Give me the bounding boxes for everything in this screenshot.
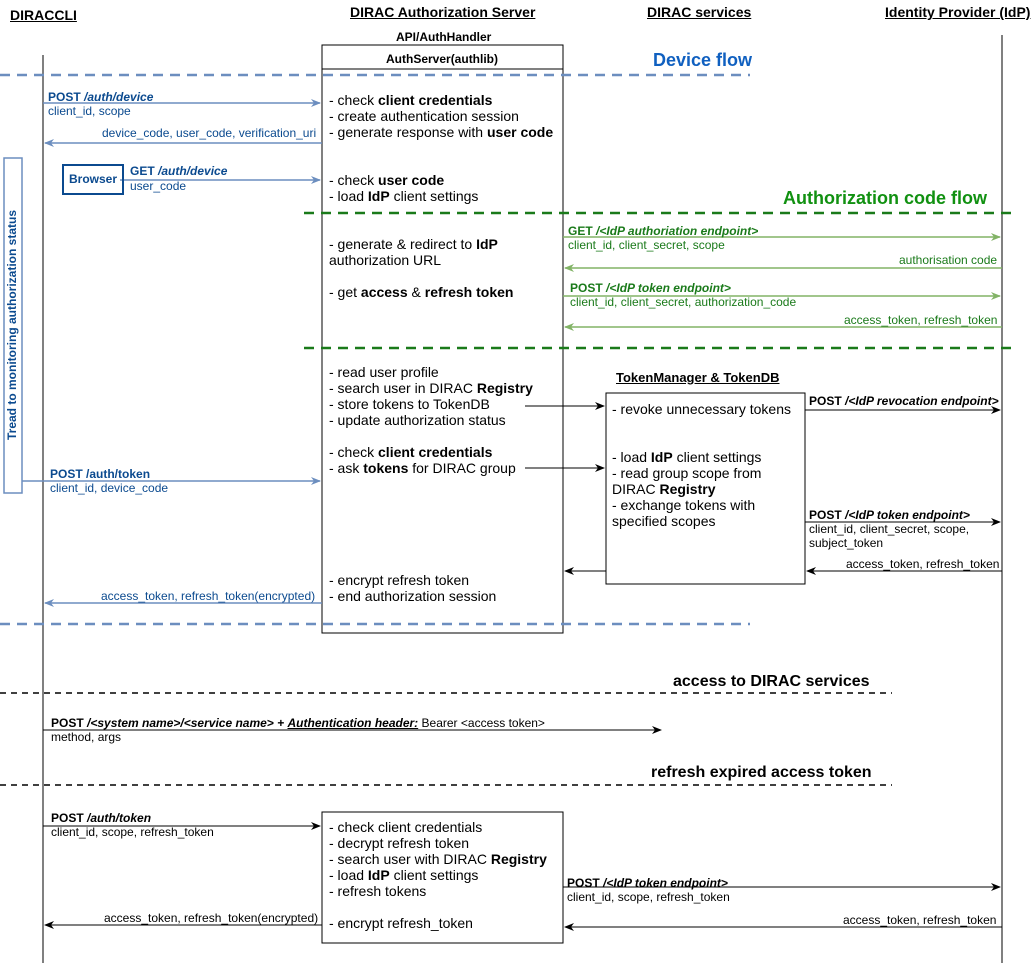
- tm-dirac-registry: DIRAC Registry: [612, 481, 716, 497]
- msg-post-service: POST /<system name>/<service name> + Aut…: [51, 716, 545, 730]
- msg-post-auth-token2: POST /auth/token: [51, 811, 152, 825]
- section-auth-code-flow: Authorization code flow: [783, 188, 987, 208]
- header-dirac-services: DIRAC services: [647, 4, 752, 20]
- thread-box: [3, 157, 23, 494]
- refresh-encrypt-token: - encrypt refresh_token: [329, 915, 473, 931]
- msg-get-idp-auth: GET /<IdP authoriation endpoint>: [568, 224, 759, 238]
- step-encrypt-refresh: - encrypt refresh token: [329, 572, 470, 588]
- refresh-decrypt-token: - decrypt refresh token: [329, 835, 470, 851]
- msg-access-refresh-enc1: access_token, refresh_token(encrypted): [101, 589, 316, 603]
- header-auth-server: DIRAC Authorization Server: [350, 4, 536, 20]
- refresh-load-idp: - load IdP client settings: [329, 867, 479, 883]
- refresh-tokens: - refresh tokens: [329, 883, 427, 899]
- refresh-check-credentials: - check client credentials: [329, 819, 483, 835]
- token-manager-box: [605, 392, 806, 585]
- thread-monitor-text: Tread to monitoring authorization status: [5, 209, 19, 441]
- tm-load-idp: - load IdP client settings: [612, 449, 762, 465]
- msg-post-auth-token1-params: client_id, device_code: [50, 481, 169, 495]
- step-end-session: - end authorization session: [329, 588, 497, 604]
- section-device-flow: Device flow: [653, 50, 753, 70]
- msg-post-idp-revocation: POST /<IdP revocation endpoint>: [809, 394, 999, 408]
- api-handler-label: API/AuthHandler: [396, 30, 492, 44]
- step-check-client-credentials-2: - check client credentials: [329, 444, 493, 460]
- step-authorization-url: authorization URL: [329, 252, 442, 268]
- msg-post-service-params: method, args: [51, 730, 122, 744]
- step-check-user-code: - check user code: [329, 172, 445, 188]
- tm-read-group-scope: - read group scope from: [612, 465, 762, 481]
- step-ask-tokens: - ask tokens for DIRAC group: [329, 460, 516, 476]
- thread-monitor-label: Tread to monitoring authorization status: [3, 158, 21, 492]
- msg-post-auth-device: POST /auth/device: [48, 90, 154, 104]
- msg-post-idp-token2-params1: client_id, client_secret, scope,: [809, 522, 970, 536]
- header-diraccli: DIRACCLI: [10, 7, 77, 23]
- step-generate-redirect: - generate & redirect to IdP: [329, 236, 498, 252]
- refresh-search-user: - search user with DIRAC Registry: [329, 851, 547, 867]
- msg-authorisation-code: authorisation code: [899, 253, 998, 267]
- authserver-label: AuthServer(authlib): [386, 52, 499, 66]
- tm-specified-scopes: specified scopes: [612, 513, 716, 529]
- step-load-idp-settings: - load IdP client settings: [329, 188, 479, 204]
- tm-revoke-tokens: - revoke unnecessary tokens: [612, 401, 791, 417]
- msg-post-idp-token3: POST /<IdP token endpoint>: [567, 876, 728, 890]
- msg-access-refresh2: access_token, refresh_token: [846, 557, 1000, 571]
- msg-post-idp-token2: POST /<IdP token endpoint>: [809, 508, 970, 522]
- msg-post-auth-token1: POST /auth/token: [50, 467, 151, 481]
- msg-post-idp-token3-params: client_id, scope, refresh_token: [567, 890, 730, 904]
- msg-device-code-resp: device_code, user_code, verification_uri: [102, 126, 317, 140]
- section-access-services: access to DIRAC services: [673, 673, 870, 690]
- browser-box: Browser: [62, 164, 124, 195]
- msg-get-auth-device-params: user_code: [130, 179, 187, 193]
- step-check-client-credentials: - check client credentials: [329, 92, 493, 108]
- header-idp: Identity Provider (IdP): [885, 4, 1031, 20]
- msg-get-auth-device: GET /auth/device: [130, 164, 228, 178]
- msg-post-idp-token1: POST /<IdP token endpoint>: [570, 281, 731, 295]
- msg-post-auth-device-params: client_id, scope: [48, 104, 131, 118]
- refresh-server-box: [321, 811, 564, 944]
- section-refresh-token: refresh expired access token: [651, 764, 872, 781]
- msg-access-refresh3: access_token, refresh_token: [843, 913, 997, 927]
- step-create-session: - create authentication session: [329, 108, 519, 124]
- step-store-tokens: - store tokens to TokenDB: [329, 396, 490, 412]
- msg-post-idp-token2-params2: subject_token: [809, 536, 884, 550]
- msg-post-idp-token1-params: client_id, client_secret, authorization_…: [570, 295, 797, 309]
- step-read-profile: - read user profile: [329, 364, 439, 380]
- step-get-tokens: - get access & refresh token: [329, 284, 514, 300]
- msg-get-idp-auth-params: client_id, client_secret, scope: [568, 238, 725, 252]
- step-update-status: - update authorization status: [329, 412, 506, 428]
- token-manager-title: TokenManager & TokenDB: [616, 370, 780, 385]
- step-search-user: - search user in DIRAC Registry: [329, 380, 533, 396]
- tm-exchange-tokens: - exchange tokens with: [612, 497, 756, 513]
- auth-server-box: [321, 44, 564, 634]
- msg-post-auth-token2-params: client_id, scope, refresh_token: [51, 825, 214, 839]
- step-generate-response: - generate response with user code: [329, 124, 554, 140]
- msg-access-refresh1: access_token, refresh_token: [844, 313, 998, 327]
- msg-access-refresh-enc2: access_token, refresh_token(encrypted): [104, 911, 319, 925]
